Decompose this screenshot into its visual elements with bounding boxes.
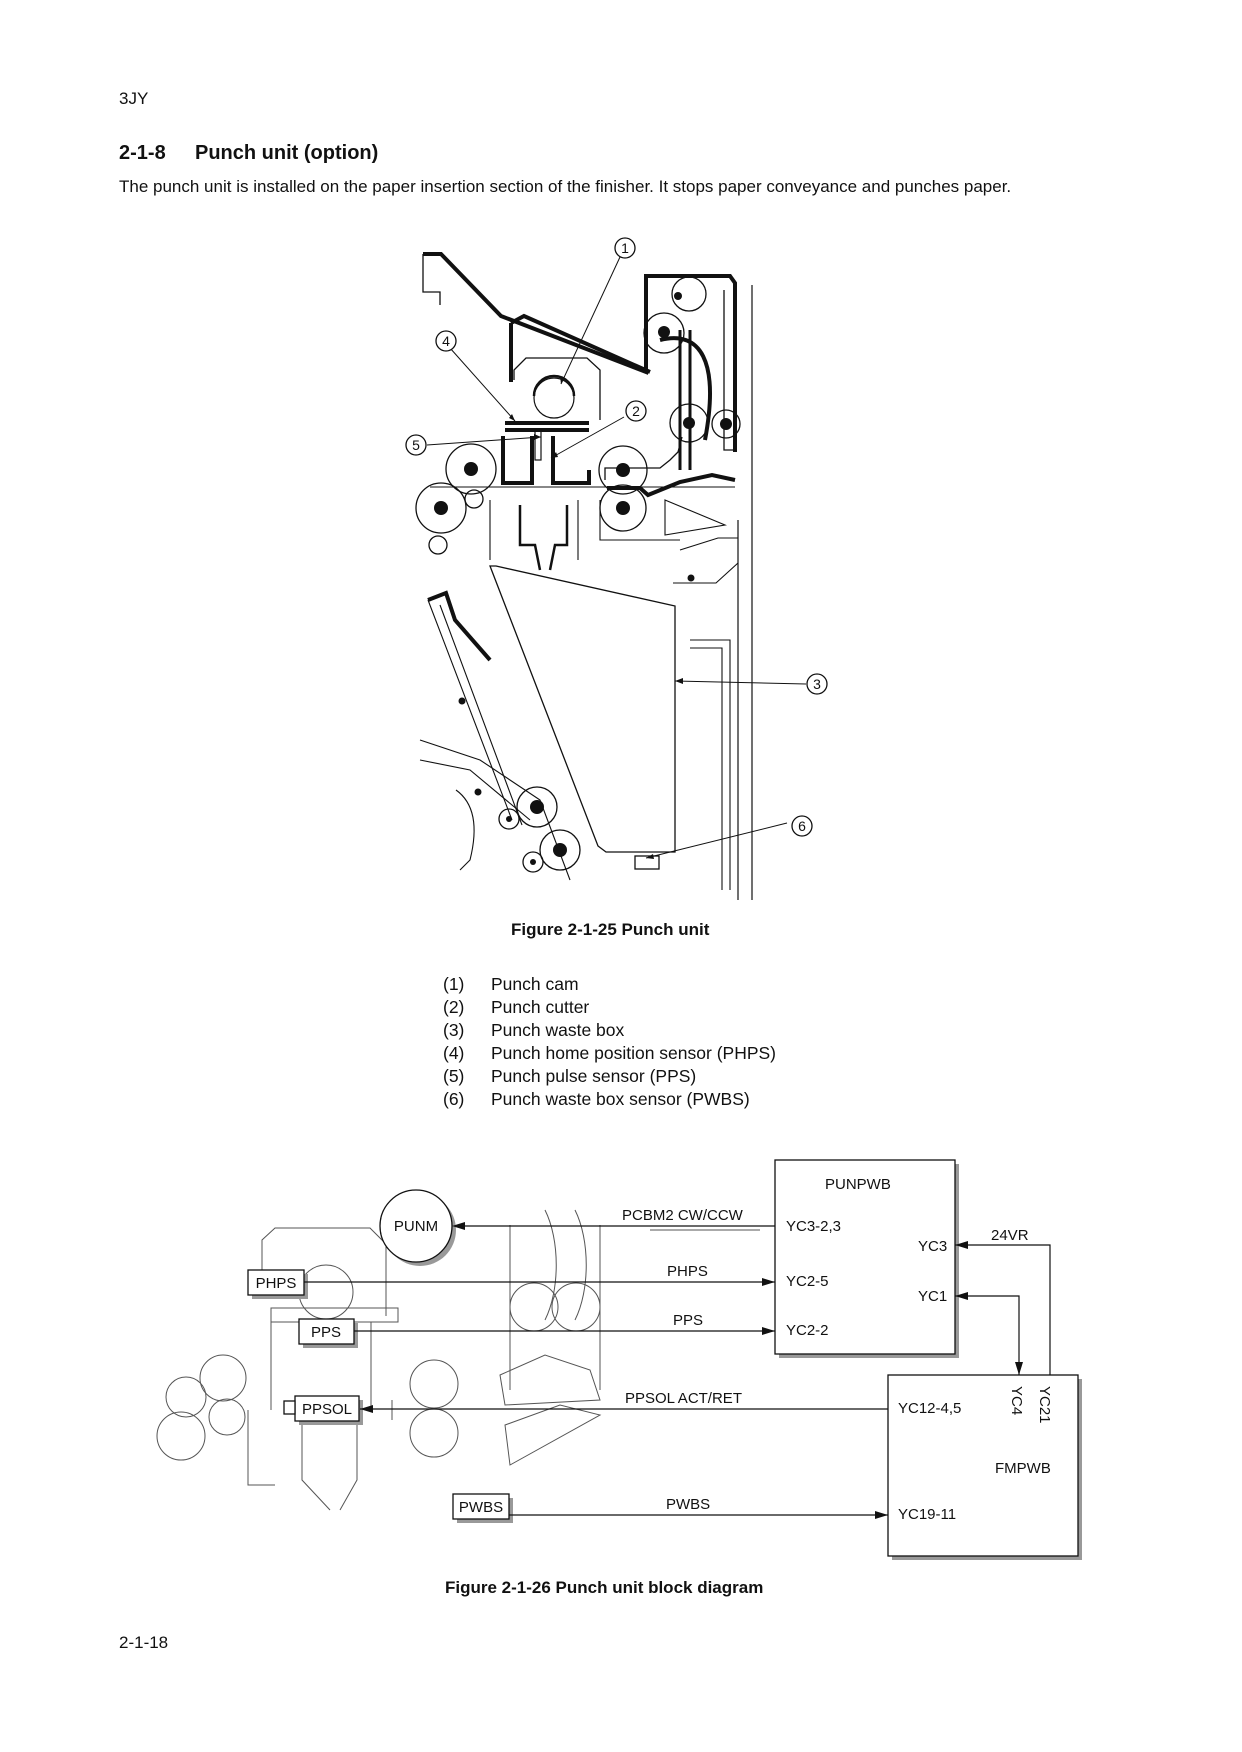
ppsol-box xyxy=(294,1395,360,1422)
ppsol-connector xyxy=(283,1400,296,1415)
fmpwb-board xyxy=(887,1374,1079,1557)
callout-3-label: 3 xyxy=(813,676,821,692)
fmpwb-yc21: YC21 xyxy=(1036,1386,1053,1424)
intro-paragraph: The punch unit is installed on the paper… xyxy=(119,177,1012,196)
callout-2 xyxy=(625,400,647,422)
phps-label: PHPS xyxy=(256,1275,297,1292)
legend-number: (1) xyxy=(443,974,465,994)
legend-number: (6) xyxy=(443,1089,465,1109)
legend-list: (1) Punch cam (2) Punch cutter (3) Punch wa… xyxy=(443,973,776,1111)
legend-label: Punch cam xyxy=(491,974,579,994)
callout-5-label: 5 xyxy=(412,437,420,453)
legend-item: (5) Punch pulse sensor (PPS) xyxy=(443,1065,776,1088)
ppsol-signal-label: PPSOL ACT/RET xyxy=(625,1390,742,1407)
pwbs-signal-label: PWBS xyxy=(666,1496,710,1513)
legend-label: Punch home position sensor (PHPS) xyxy=(491,1043,776,1063)
fmpwb-yc12-45: YC12-4,5 xyxy=(898,1400,961,1417)
callout-6-label: 6 xyxy=(798,818,806,834)
punpwb-board xyxy=(774,1159,956,1355)
legend-number: (3) xyxy=(443,1020,465,1040)
callout-5 xyxy=(405,434,427,456)
legend-label: Punch waste box sensor (PWBS) xyxy=(491,1089,750,1109)
legend-item: (3) Punch waste box xyxy=(443,1019,776,1042)
v24-signal-label: 24VR xyxy=(991,1227,1029,1244)
legend-item: (6) Punch waste box sensor (PWBS) xyxy=(443,1088,776,1111)
page-number: 2-1-18 xyxy=(119,1633,169,1652)
callout-1-label: 1 xyxy=(621,240,629,256)
pwbs-label: PWBS xyxy=(459,1499,503,1516)
yc1-yc4-line xyxy=(955,1295,1020,1375)
v24-line xyxy=(955,1244,1051,1375)
pwbs-box xyxy=(452,1493,510,1520)
callout-4-label: 4 xyxy=(442,333,450,349)
figure2-caption: Figure 2-1-26 Punch unit block diagram xyxy=(445,1578,764,1597)
legend-number: (2) xyxy=(443,997,465,1017)
callout-6 xyxy=(791,815,813,837)
punpwb-yc3-23: YC3-2,3 xyxy=(786,1218,841,1235)
punpwb-yc2-5: YC2-5 xyxy=(786,1273,829,1290)
punpwb-yc2-2: YC2-2 xyxy=(786,1322,829,1339)
figure1-caption: Figure 2-1-25 Punch unit xyxy=(511,920,710,939)
legend-label: Punch pulse sensor (PPS) xyxy=(491,1066,697,1086)
legend-label: Punch waste box xyxy=(491,1020,625,1040)
callout-1 xyxy=(614,237,636,259)
callout-3 xyxy=(806,673,828,695)
punpwb-yc1: YC1 xyxy=(918,1288,947,1305)
punpwb-yc3: YC3 xyxy=(918,1238,947,1255)
fmpwb-yc4: YC4 xyxy=(1008,1386,1025,1415)
legend-item: (2) Punch cutter xyxy=(443,996,776,1019)
pps-label: PPS xyxy=(311,1324,341,1341)
legend-item: (4) Punch home position sensor (PHPS) xyxy=(443,1042,776,1065)
fmpwb-yc19-11: YC19-11 xyxy=(898,1506,956,1523)
section-heading: 2-1-8 Punch unit (option) xyxy=(119,142,378,165)
pps-signal-label: PPS xyxy=(673,1312,703,1329)
phps-box xyxy=(247,1269,305,1296)
callout-4 xyxy=(435,330,457,352)
ppsol-label: PPSOL xyxy=(302,1401,352,1418)
legend-number: (5) xyxy=(443,1066,465,1086)
punm-label: PUNM xyxy=(394,1218,438,1235)
fmpwb-name: FMPWB xyxy=(995,1460,1051,1477)
phps-signal-label: PHPS xyxy=(667,1263,708,1280)
legend-label: Punch cutter xyxy=(491,997,590,1017)
punpwb-name: PUNPWB xyxy=(825,1176,891,1193)
pcbm2-signal-label: PCBM2 CW/CCW xyxy=(622,1207,744,1224)
section-title: Punch unit (option) xyxy=(195,142,379,164)
legend-number: (4) xyxy=(443,1043,465,1063)
document-code: 3JY xyxy=(119,89,149,108)
section-number: 2-1-8 xyxy=(119,142,166,164)
legend-item: (1) Punch cam xyxy=(443,973,776,996)
callout-2-label: 2 xyxy=(632,403,640,419)
pps-box xyxy=(298,1318,355,1345)
